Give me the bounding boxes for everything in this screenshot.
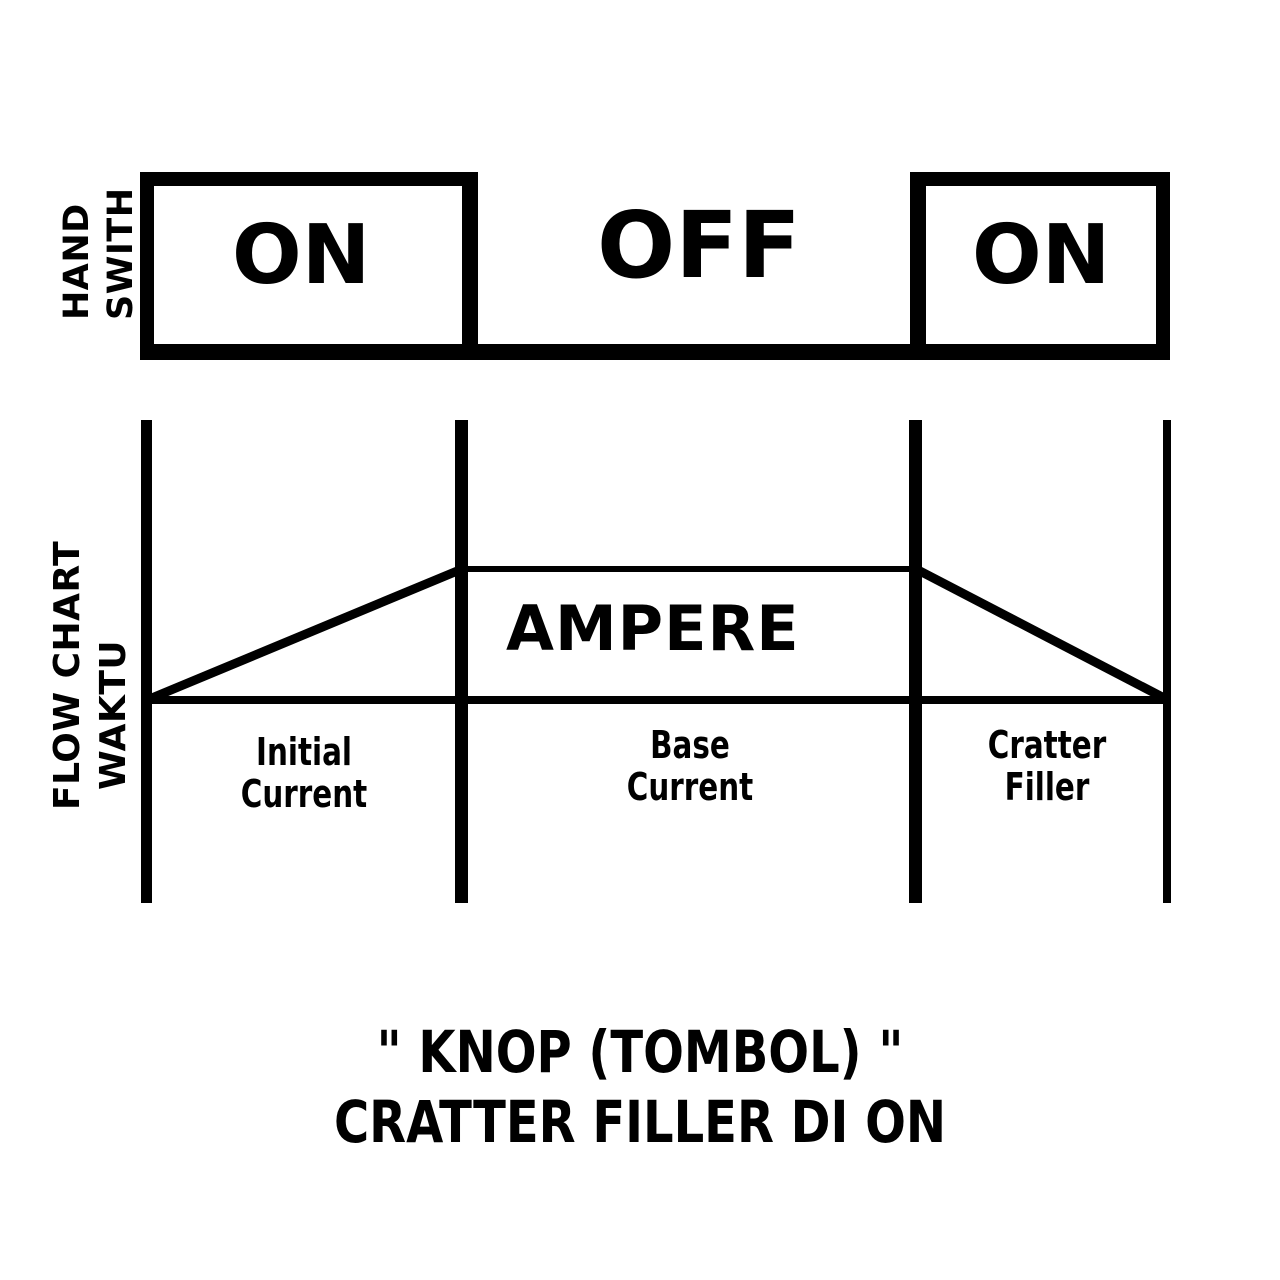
ampere-label: AMPERE bbox=[506, 592, 800, 665]
flow-chart-divider-4 bbox=[1163, 420, 1171, 903]
hand-switch-axis-label-line2: SWITH bbox=[101, 187, 141, 320]
hand-switch-state-off-label: OFF bbox=[597, 192, 801, 299]
segment-label-base-current: Base Current bbox=[626, 723, 754, 809]
hand-switch-axis-label-line1: HAND bbox=[57, 203, 97, 320]
flow-chart-divider-1 bbox=[141, 420, 152, 903]
flow-chart-plateau-top bbox=[459, 566, 917, 572]
flow-chart-divider-2 bbox=[455, 420, 468, 903]
segment-label-cratter-filler: Cratter Filler bbox=[987, 723, 1107, 809]
flow-chart-axis-label-line1: FLOW CHART bbox=[47, 540, 88, 810]
flow-chart-axis-label-line2: WAKTU bbox=[93, 639, 134, 790]
flow-chart-baseline bbox=[146, 696, 1171, 704]
ramp-up-line bbox=[145, 564, 464, 705]
hand-switch-state-on-right-label: ON bbox=[972, 208, 1111, 303]
flow-chart-divider-3 bbox=[909, 420, 922, 903]
ramp-down-line bbox=[913, 565, 1171, 704]
segment-label-initial-current: Initial Current bbox=[240, 730, 368, 816]
diagram-caption-line1: " KNOP (TOMBOL) " bbox=[376, 1018, 904, 1086]
hand-switch-baseline bbox=[140, 344, 1170, 360]
diagram-caption-line2: CRATTER FILLER DI ON bbox=[333, 1087, 947, 1156]
hand-switch-state-on-left-label: ON bbox=[232, 208, 371, 303]
diagram-caption: " KNOP (TOMBOL) " CRATTER FILLER DI ON bbox=[0, 1018, 1280, 1157]
